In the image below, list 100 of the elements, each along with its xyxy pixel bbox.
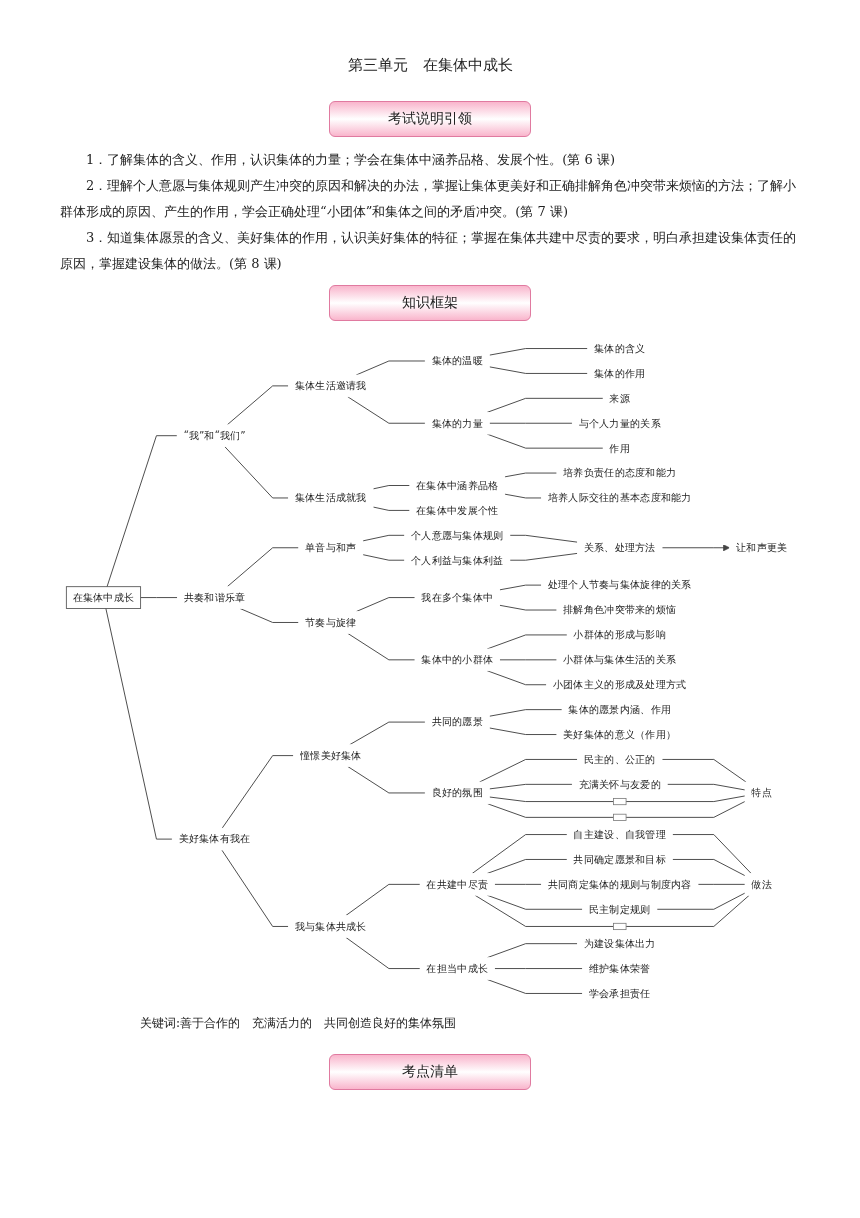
node-text: 培养人际交往的基本态度和能力 [547, 491, 692, 504]
node-text: 共奏和谐乐章 [183, 591, 246, 604]
node-text: 自主建设、自我管理 [573, 828, 666, 841]
node-line [613, 813, 627, 821]
node-text: 集体的作用 [594, 367, 646, 380]
node-text: 学会承担责任 [588, 987, 651, 1000]
connector [362, 554, 406, 561]
connector [221, 755, 295, 829]
connector [479, 758, 578, 783]
paragraph: 1．了解集体的含义、作用，认识集体的力量；学会在集体中涵养品格、发展个性。(第 6 课) [85, 151, 616, 169]
node-text: 小群体与集体生活的关系 [563, 653, 677, 666]
node-text: 共同商定集体的规则与制度内容 [547, 878, 692, 891]
node-text: 小团体主义的形成及处理方式 [552, 678, 687, 691]
connector [347, 396, 426, 424]
node-text: 集体的力量 [431, 417, 483, 429]
node-text: 集体生活邀请我 [294, 379, 367, 392]
connector [499, 584, 542, 591]
node-text: 集体的愿景内涵、作用 [568, 703, 672, 716]
connector [345, 883, 421, 917]
connector [226, 385, 289, 426]
node-text: 美好集体有我在 [178, 832, 251, 845]
node-text: 美好集体的意义（作用） [563, 728, 677, 741]
paragraph: 2．理解个人意愿与集体规则产生冲突的原因和解决的办法，掌握让集体更美好和正确排解角色冲突带来烦恼的方法；了解小群体形成的原因、产生的作用，学会正确处理“小团体”和集体之间的矛盾冲突。(第 7 课) [60, 177, 798, 221]
node-text: 来源 [609, 392, 631, 405]
connector [347, 766, 426, 794]
connector [499, 659, 558, 661]
node-text: 集体的温暖 [431, 354, 483, 367]
node-text: 在集体中发展个性 [416, 504, 499, 517]
connector [697, 883, 746, 885]
node-text: 憧憬美好集体 [299, 749, 362, 762]
connector [362, 534, 406, 542]
connector [509, 534, 578, 543]
connector [488, 366, 589, 374]
connector [487, 803, 614, 818]
node-text: 我与集体共成长 [294, 920, 367, 933]
node-text: 小群体的形成与影响 [573, 628, 666, 641]
node-text: 节奏与旋律 [305, 616, 357, 629]
node-text: 集体生活成就我 [294, 491, 367, 504]
node-text: 个人意愿与集体规则 [411, 529, 504, 542]
node-text: 良好的氛围 [431, 786, 483, 799]
connector [493, 883, 542, 885]
connector [221, 849, 289, 927]
connector [349, 721, 426, 746]
node-text: 维护集体荣誉 [588, 962, 651, 975]
paragraph: 3．知道集体愿景的含义、美好集体的作用，认识美好集体的特征；掌握在集体共建中尽责的要求，明白承担建设集体责任的原因，掌握建设集体的做法。(第 8 课) [60, 229, 798, 273]
connector [372, 485, 411, 490]
connector [488, 348, 589, 356]
connector [372, 506, 411, 511]
connector [493, 968, 584, 970]
connector [509, 552, 578, 561]
connector [106, 435, 178, 588]
node-line [613, 798, 627, 806]
node-text: 处理个人节奏与集体旋律的关系 [547, 578, 692, 591]
connector [625, 894, 750, 927]
connector [345, 936, 421, 970]
connector [499, 604, 558, 611]
connector [486, 670, 548, 686]
section-banner: 知识框架 [329, 285, 531, 321]
connector [625, 800, 746, 818]
section-banner: 考试说明引领 [329, 101, 531, 137]
node-box [65, 586, 142, 609]
node-text: 在集体中涵养品格 [416, 479, 499, 492]
connector [488, 422, 573, 424]
connector [661, 758, 747, 783]
node-text: 共同的愿景 [431, 715, 483, 728]
connector [504, 472, 558, 478]
node-text: 共同确定愿景和目标 [573, 853, 666, 866]
node-text: 培养负责任的态度和能力 [563, 466, 677, 479]
page-title: 第三单元 在集体中成长 [347, 56, 513, 75]
connector [140, 597, 178, 599]
node-text: 特点 [751, 786, 772, 799]
node-text: 为建设集体出力 [583, 937, 656, 950]
node-text: 让和声更美 [735, 541, 788, 554]
section-banner: 考点清单 [329, 1054, 531, 1090]
connector [224, 446, 289, 499]
keyword-line: 关键词:善于合作的 充满活力的 共同创造良好的集体氛围 [140, 1015, 458, 1032]
node-text: 单音与和声 [305, 541, 357, 554]
node-text: 个人利益与集体利益 [411, 554, 504, 566]
node-text: 集体的含义 [594, 342, 646, 355]
connector [347, 632, 416, 661]
node-text: 作用 [609, 442, 631, 454]
node-line [613, 922, 627, 930]
node-text: 民主的、公正的 [583, 753, 656, 766]
connector [105, 607, 173, 840]
node-text: 集体中的小群体 [421, 653, 494, 666]
connector [471, 834, 568, 874]
node-text: 做法 [751, 878, 772, 891]
connector [226, 547, 300, 588]
connector [488, 796, 614, 803]
node-text: 我在多个集体中 [421, 591, 494, 604]
node-text: 充满关怀与友爱的 [578, 778, 661, 791]
connector [488, 783, 573, 790]
connector [488, 709, 563, 717]
node-text: “我”和“我们” [183, 429, 246, 442]
connector [355, 360, 426, 376]
node-text: 在共建中尽责 [426, 878, 489, 891]
connector [504, 493, 542, 499]
node-text: 民主制定规则 [588, 903, 651, 915]
connector [666, 783, 746, 791]
node-text: 排解角色冲突带来的烦恼 [563, 603, 677, 616]
